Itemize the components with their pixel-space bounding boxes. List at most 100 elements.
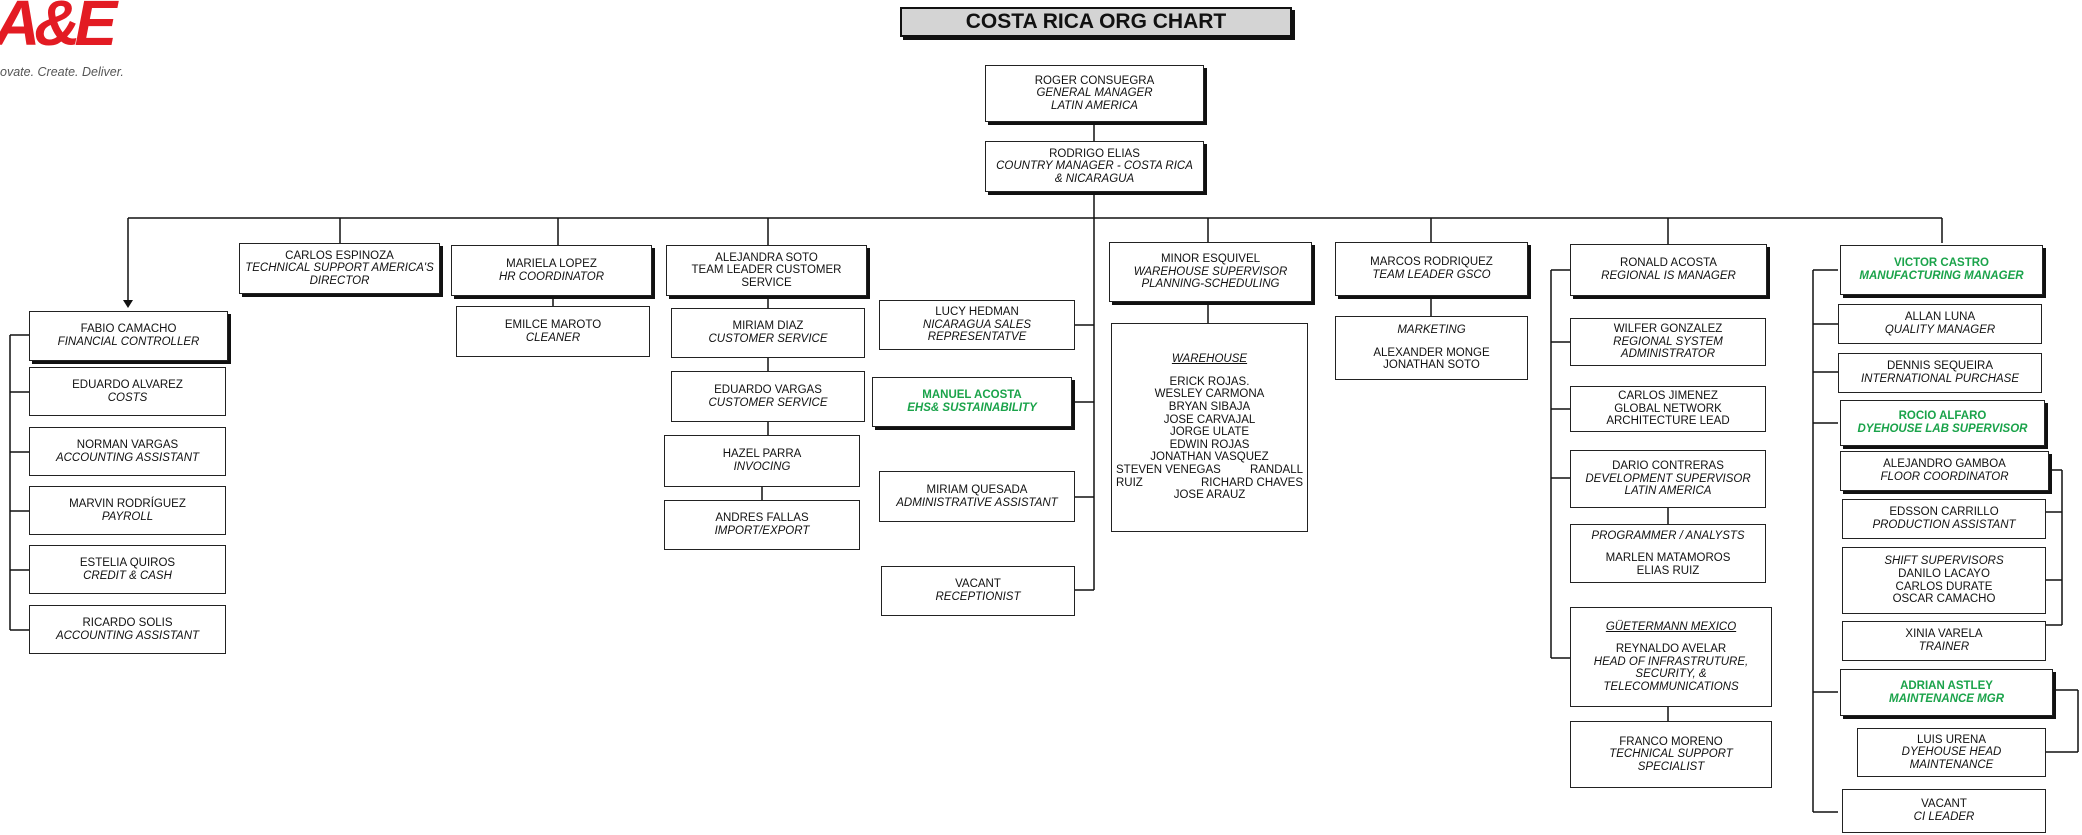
node-title: DYEHOUSE HEAD MAINTENANCE [1901, 746, 2002, 771]
node-name: ALEJANDRA SOTO [715, 251, 818, 264]
node-title: EHS& SUSTAINABILITY [907, 402, 1037, 414]
org-node: FRANCO MORENO TECHNICAL SUPPORT SPECIALI… [1570, 721, 1772, 788]
team-member-row: RUIZ RICHARD CHAVES [1116, 477, 1303, 490]
node-title: ADMINISTRATIVE ASSISTANT [896, 496, 1058, 509]
org-node: ESTELIA QUIROS CREDIT & CASH [29, 545, 226, 594]
general-manager-box: ROGER CONSUEGRA GENERAL MANAGER LATIN AM… [985, 65, 1204, 122]
node-name: LUCY HEDMAN [935, 306, 1019, 319]
team-member: ERICK ROJAS. [1169, 375, 1250, 388]
node-name: MARVIN RODRÍGUEZ [69, 497, 186, 510]
node-title: TEAM LEADER CUSTOMER SERVICE [691, 264, 842, 289]
node-title: DYEHOUSE LAB SUPERVISOR [1857, 423, 2028, 435]
node-title: HEAD OF INFRASTRUTURE, [1593, 655, 1749, 668]
node-title: TECHNICAL SUPPORT SPECIALIST [1609, 748, 1733, 773]
node-name: RICARDO SOLIS [82, 616, 173, 629]
arrow-icon [123, 300, 133, 308]
node-title: GLOBAL NETWORK [1614, 402, 1722, 415]
node-title: & NICARAGUA [1054, 172, 1135, 185]
chart-title: COSTA RICA ORG CHART [900, 7, 1292, 37]
floor-coordinator-box: ALEJANDRO GAMBOA FLOOR COORDINATOR [1840, 451, 2049, 491]
manufacturing-manager-box: VICTOR CASTRO MANUFACTURING MANAGER [1840, 245, 2043, 295]
node-name: MINOR ESQUIVEL [1160, 253, 1261, 266]
node-name: LUIS URENA [1916, 733, 1987, 746]
node-title: COUNTRY MANAGER - COSTA RICA [996, 160, 1193, 173]
node-title: CREDIT & CASH [83, 569, 172, 582]
node-title: REPRESENTATVE [927, 331, 1027, 344]
team-member: JOSE CARVAJAL [1163, 413, 1256, 426]
org-node: ANDRES FALLAS IMPORT/EXPORT [664, 500, 860, 550]
org-node: VACANT RECEPTIONIST [881, 566, 1075, 616]
node-title: CI LEADER [1913, 811, 1975, 823]
team-member: ELIAS RUIZ [1636, 564, 1700, 577]
node-title: DIRECTOR [309, 274, 370, 287]
node-name: VICTOR CASTRO [1894, 257, 1989, 270]
team-member: OSCAR CAMACHO [1892, 593, 1996, 606]
team-member: MARLEN MATAMOROS [1605, 552, 1731, 565]
node-title: IMPORT/EXPORT [714, 525, 810, 537]
node-title: FINANCIAL CONTROLLER [57, 336, 200, 348]
group-heading: SHIFT SUPERVISORS [1884, 555, 2004, 568]
node-title: TELECOMMUNICATIONS [1603, 680, 1739, 693]
node-name: MIRIAM DIAZ [732, 320, 804, 333]
team-member: JONATHAN SOTO [1383, 359, 1480, 372]
node-title: CUSTOMER SERVICE [708, 333, 828, 345]
node-title: MANUFACTURING MANAGER [1859, 270, 2024, 282]
org-node: LUIS URENA DYEHOUSE HEAD MAINTENANCE [1857, 728, 2046, 777]
team-member: BRYAN SIBAJA [1168, 401, 1251, 414]
node-name: ANDRES FALLAS [715, 512, 809, 525]
team-member: DANILO LACAYO [1898, 567, 1990, 580]
node-title: ACCOUNTING ASSISTANT [55, 629, 200, 642]
team-member: ALEXANDER MONGE [1373, 346, 1490, 359]
node-title: PAYROLL [101, 510, 154, 523]
org-node: CARLOS JIMENEZ GLOBAL NETWORK ARCHITECTU… [1570, 386, 1766, 432]
node-name: RONALD ACOSTA [1620, 257, 1717, 270]
node-title: PLANNING-SCHEDULING [1141, 278, 1280, 291]
team-member: JONATHAN VASQUEZ [1150, 451, 1269, 464]
warehouse-supervisor-box: MINOR ESQUIVEL WAREHOUSE SUPERVISOR PLAN… [1109, 242, 1312, 302]
group-heading: PROGRAMMER / ANALYSTS [1591, 529, 1745, 542]
org-node: ALLAN LUNA QUALITY MANAGER [1838, 304, 2042, 344]
node-name: VACANT [955, 578, 1001, 591]
node-name: DARIO CONTRERAS [1612, 460, 1724, 473]
logo-tagline: ovate. Create. Deliver. [0, 65, 124, 79]
node-title: MAINTENANCE MGR [1889, 692, 2004, 705]
company-logo: A&E ovate. Create. Deliver. [0, 0, 140, 80]
customer-service-lead-box: ALEJANDRA SOTO TEAM LEADER CUSTOMER SERV… [666, 245, 867, 296]
node-name: RODRIGO ELIAS [1049, 147, 1140, 160]
node-name: NORMAN VARGAS [76, 438, 179, 451]
node-title: REGIONAL SYSTEM [1613, 335, 1723, 348]
org-node: XINIA VARELA TRAINER [1842, 621, 2046, 661]
node-title: TRAINER [1918, 641, 1970, 653]
group-heading: WAREHOUSE [1171, 353, 1248, 366]
shift-supervisors-box: SHIFT SUPERVISORS DANILO LACAYO CARLOS D… [1842, 547, 2046, 614]
team-member: WESLEY CARMONA [1154, 388, 1265, 401]
node-name: CARLOS ESPINOZA [285, 249, 394, 262]
node-name: ROCIO ALFARO [1898, 410, 1987, 423]
team-member: RANDALL [1249, 463, 1303, 476]
warehouse-team-box: WAREHOUSE ERICK ROJAS. WESLEY CARMONA BR… [1111, 323, 1308, 532]
node-name: FRANCO MORENO [1619, 735, 1723, 748]
node-title: INVOCING [733, 461, 791, 473]
team-member: STEVEN VENEGAS [1116, 463, 1221, 476]
country-manager-box: RODRIGO ELIAS COUNTRY MANAGER - COSTA RI… [985, 141, 1204, 192]
node-title: INTERNATIONAL PURCHASE [1860, 373, 2020, 385]
gutermann-mexico-box: GÜETERMANN MEXICO REYNALDO AVELAR HEAD O… [1570, 607, 1772, 707]
org-node: MIRIAM QUESADA ADMINISTRATIVE ASSISTANT [879, 471, 1075, 522]
node-title: REGIONAL IS MANAGER [1601, 270, 1736, 282]
team-member: CARLOS DURATE [1895, 580, 1993, 593]
org-node: EDUARDO VARGAS CUSTOMER SERVICE [671, 371, 865, 422]
node-title: ACCOUNTING ASSISTANT [55, 451, 200, 464]
node-title: GENERAL MANAGER [1036, 87, 1153, 100]
is-manager-box: RONALD ACOSTA REGIONAL IS MANAGER [1570, 244, 1767, 296]
org-node: DARIO CONTRERAS DEVELOPMENT SUPERVISOR L… [1570, 450, 1766, 508]
org-node: EDUARDO ALVAREZ COSTS [29, 367, 226, 416]
programmers-team-box: PROGRAMMER / ANALYSTS MARLEN MATAMOROS E… [1570, 524, 1766, 583]
org-node: VACANT CI LEADER [1842, 789, 2046, 833]
maintenance-manager-box: ADRIAN ASTLEY MAINTENANCE MGR [1840, 669, 2053, 716]
node-title: LATIN AMERICA [1624, 485, 1712, 498]
node-name: REYNALDO AVELAR [1615, 643, 1727, 656]
node-name: MANUEL ACOSTA [922, 389, 1022, 402]
node-name: ROGER CONSUEGRA [1034, 74, 1155, 87]
